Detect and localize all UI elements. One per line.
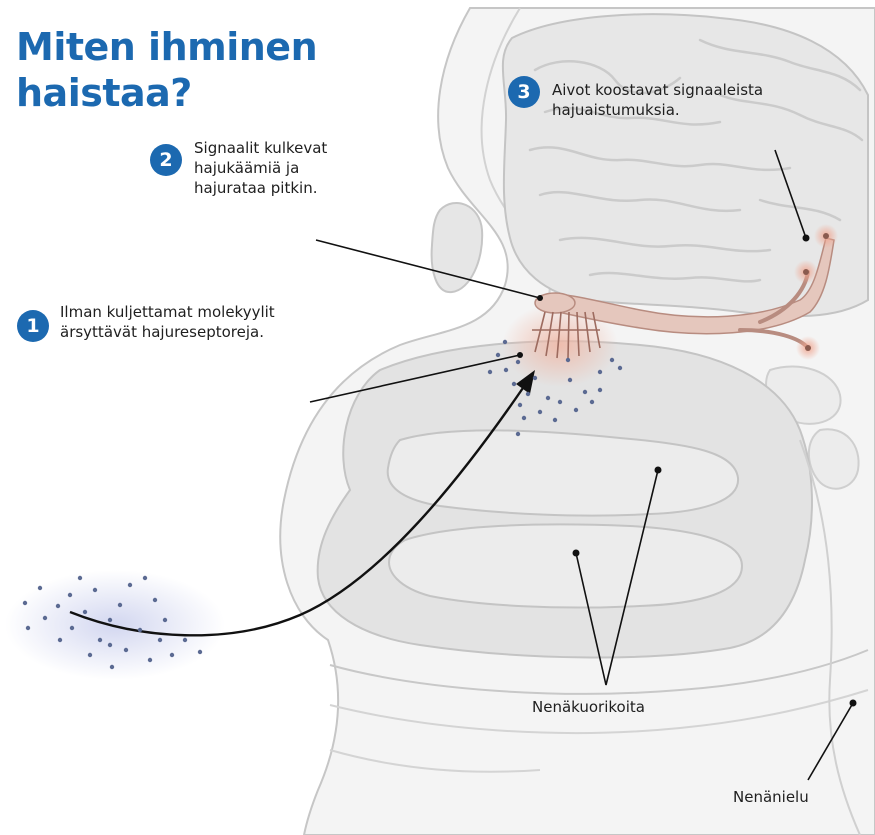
step-3-text: Aivot koostavat signaaleista hajuaistumu…: [552, 80, 763, 120]
molecule-dot: [558, 400, 562, 404]
title-line-1: Miten ihminen: [16, 24, 317, 70]
step-2-line-2: hajukäämiä ja: [194, 158, 327, 178]
molecule-dot: [538, 410, 542, 414]
step-1-text: Ilman kuljettamat molekyylit ärsyttävät …: [60, 302, 275, 342]
page-title: Miten ihminen haistaa?: [16, 24, 317, 116]
step-2-line-1: Signaalit kulkevat: [194, 138, 327, 158]
molecule-dot: [598, 388, 602, 392]
molecule-dot: [108, 643, 112, 647]
step-3-line-1: Aivot koostavat signaaleista: [552, 80, 763, 100]
molecule-dot: [503, 340, 507, 344]
molecule-dot: [496, 353, 500, 357]
step-2-line-3: hajurataa pitkin.: [194, 178, 327, 198]
molecule-dot: [590, 400, 594, 404]
odor-cloud: [5, 570, 225, 680]
step-3-line-2: hajuaistumuksia.: [552, 100, 763, 120]
molecule-dot: [516, 432, 520, 436]
molecule-dot: [88, 653, 92, 657]
molecule-dot: [163, 618, 167, 622]
molecule-dot: [598, 370, 602, 374]
molecule-dot: [583, 390, 587, 394]
molecule-dot: [38, 586, 42, 590]
molecule-dot: [158, 638, 162, 642]
step-1-line-1: Ilman kuljettamat molekyylit: [60, 302, 275, 322]
molecule-dot: [118, 603, 122, 607]
molecule-dot: [153, 598, 157, 602]
molecule-dot: [518, 403, 522, 407]
molecule-dot: [26, 626, 30, 630]
step-1-badge: 1: [17, 310, 49, 342]
lower-turbinate: [389, 524, 742, 607]
molecule-dot: [56, 604, 60, 608]
molecule-dot: [43, 616, 47, 620]
molecule-dot: [138, 628, 142, 632]
molecule-dot: [83, 610, 87, 614]
molecule-dot: [574, 408, 578, 412]
molecule-dot: [23, 601, 27, 605]
molecule-dot: [618, 366, 622, 370]
molecule-dot: [110, 665, 114, 669]
molecule-dot: [568, 378, 572, 382]
molecule-dot: [526, 392, 530, 396]
nasopharynx-label: Nenänielu: [733, 788, 809, 806]
brain-target-1: [823, 233, 829, 239]
molecule-dot: [58, 638, 62, 642]
eye-socket: [432, 203, 483, 292]
molecule-dot: [566, 358, 570, 362]
molecule-dot: [70, 626, 74, 630]
molecule-dot: [148, 658, 152, 662]
turbinates-label: Nenäkuorikoita: [532, 698, 645, 716]
molecule-dot: [512, 382, 516, 386]
molecule-dot: [108, 618, 112, 622]
molecule-dot: [170, 653, 174, 657]
molecule-dot: [128, 583, 132, 587]
step-2-badge: 2: [150, 144, 182, 176]
molecule-dot: [610, 358, 614, 362]
molecule-dot: [504, 368, 508, 372]
molecule-dot: [68, 593, 72, 597]
step-1-line-2: ärsyttävät hajureseptoreja.: [60, 322, 275, 342]
molecule-dot: [198, 650, 202, 654]
step-3-badge: 3: [508, 76, 540, 108]
molecule-dot: [143, 576, 147, 580]
molecule-dot: [516, 360, 520, 364]
molecule-dot: [183, 638, 187, 642]
molecule-dot: [488, 370, 492, 374]
molecule-dot: [124, 648, 128, 652]
molecule-dot: [553, 418, 557, 422]
molecule-dot: [546, 396, 550, 400]
brain-target-2: [803, 269, 809, 275]
molecule-dot: [533, 376, 537, 380]
brain-target-3: [805, 345, 811, 351]
step-2-text: Signaalit kulkevat hajukäämiä ja hajurat…: [194, 138, 327, 198]
molecule-dot: [78, 576, 82, 580]
molecule-dot: [98, 638, 102, 642]
molecule-dot: [93, 588, 97, 592]
title-line-2: haistaa?: [16, 70, 317, 116]
molecule-dot: [522, 416, 526, 420]
